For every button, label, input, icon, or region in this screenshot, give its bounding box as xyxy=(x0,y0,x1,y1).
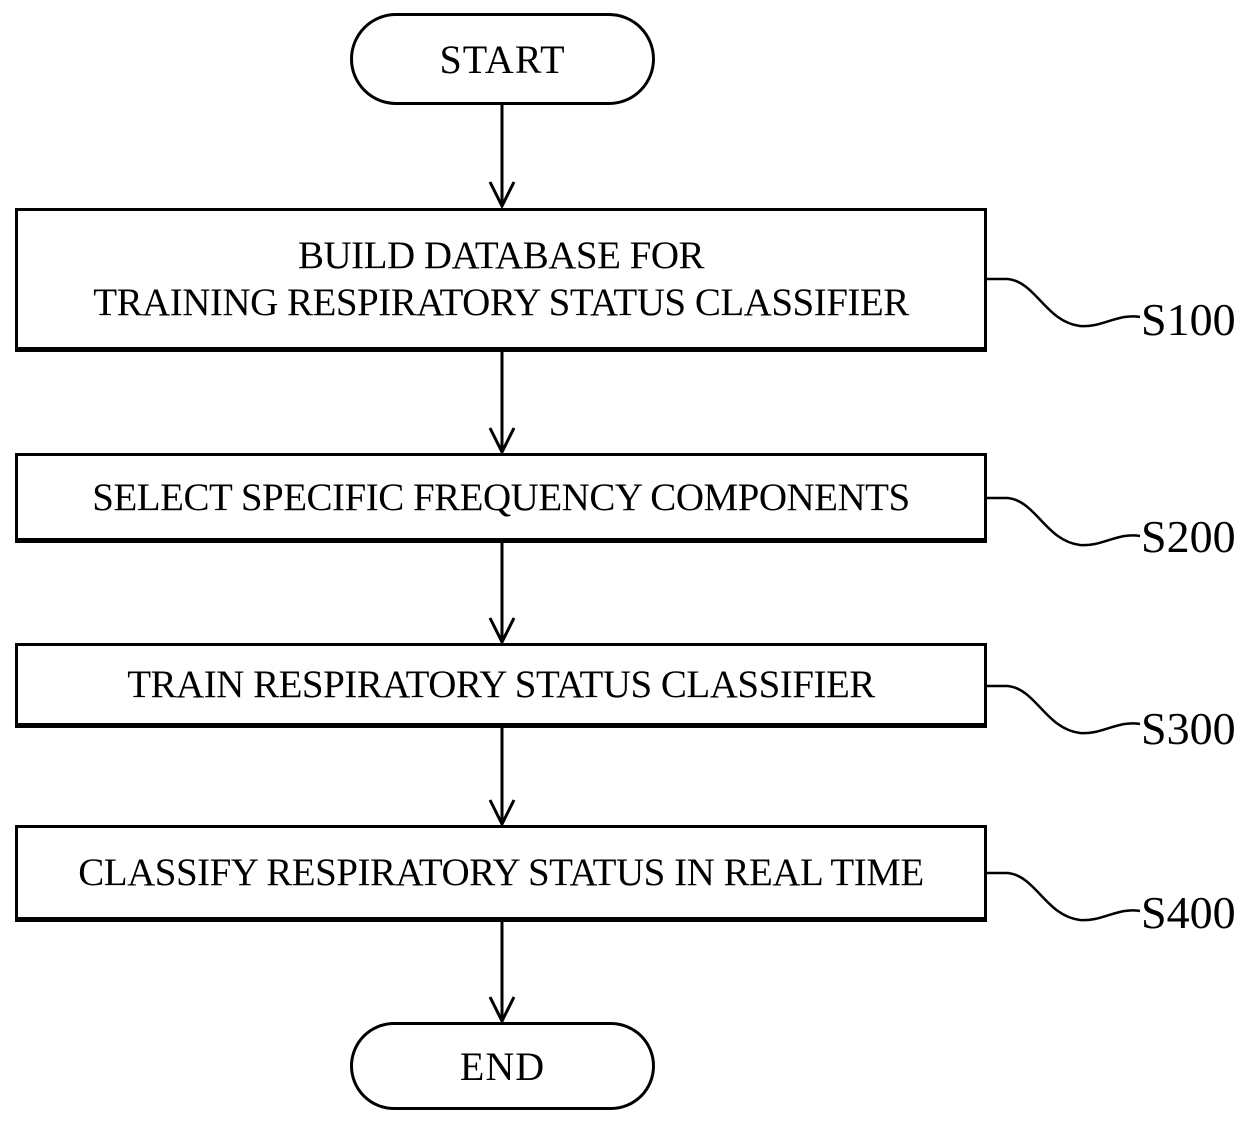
process-text-line: TRAIN RESPIRATORY STATUS CLASSIFIER xyxy=(127,663,875,706)
arrow-step4-to-end xyxy=(488,922,516,1025)
connector-s300 xyxy=(987,684,1141,735)
arrow-step3-to-step4 xyxy=(488,728,516,828)
arrow-step1-to-step2 xyxy=(488,352,516,456)
process-text-line: CLASSIFY RESPIRATORY STATUS IN REAL TIME xyxy=(78,851,924,894)
process-box-select-frequency: SELECT SPECIFIC FREQUENCY COMPONENTS xyxy=(15,453,987,543)
arrow-start-to-step1 xyxy=(488,105,516,210)
start-label: START xyxy=(439,36,566,82)
end-label: END xyxy=(459,1043,546,1089)
step-label-s200: S200 xyxy=(1141,511,1236,562)
connector-s100 xyxy=(987,277,1141,328)
process-box-build-database: BUILD DATABASE FOR TRAINING RESPIRATORY … xyxy=(15,208,987,352)
start-terminal: START xyxy=(350,13,655,105)
process-text-line: TRAINING RESPIRATORY STATUS CLASSIFIER xyxy=(93,281,909,324)
process-text-line: BUILD DATABASE FOR xyxy=(297,234,705,277)
step-label-s400: S400 xyxy=(1141,887,1236,938)
connector-s400 xyxy=(987,871,1141,922)
process-box-classify-realtime: CLASSIFY RESPIRATORY STATUS IN REAL TIME xyxy=(15,825,987,922)
connector-s200 xyxy=(987,496,1141,547)
end-terminal: END xyxy=(350,1022,655,1110)
step-label-s300: S300 xyxy=(1141,703,1236,754)
process-text-line: SELECT SPECIFIC FREQUENCY COMPONENTS xyxy=(92,475,910,519)
process-box-train-classifier: TRAIN RESPIRATORY STATUS CLASSIFIER xyxy=(15,643,987,728)
step-label-s100: S100 xyxy=(1141,294,1236,345)
arrow-step2-to-step3 xyxy=(488,543,516,646)
